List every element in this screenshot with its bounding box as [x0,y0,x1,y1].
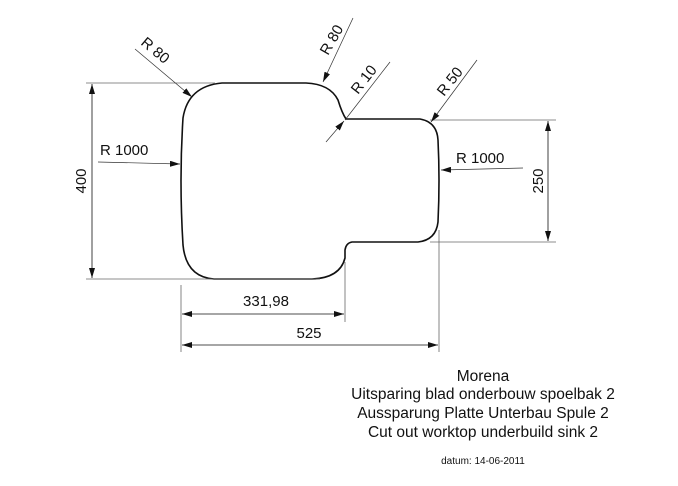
title-line-german: Aussparung Platte Unterbau Spule 2 [357,405,609,422]
dimension-label-525: 525 [296,325,321,342]
drawing-date: datum: 14-06-2011 [441,456,525,467]
sink-outline [180,82,440,280]
title-model-name: Morena [456,368,510,385]
radius-label-small-bowl: R 50 [434,64,467,99]
title-line-english: Cut out worktop underbuild sink 2 [367,424,599,441]
dimension-label-400: 400 [73,168,90,193]
dimension-lines [89,84,551,348]
radius-label-right-side: R 1000 [456,150,504,167]
radius-label-notch: R 10 [348,62,381,97]
extension-lines [86,82,556,352]
title-line-dutch: Uitsparing blad onderbouw spoelbak 2 [351,386,615,403]
radius-leaders [97,17,524,173]
dimension-label-250: 250 [530,168,547,193]
radius-label-left-side: R 1000 [100,142,148,159]
radius-label-top-left: R 80 [137,34,172,67]
dimension-label-331-98: 331,98 [243,293,289,310]
